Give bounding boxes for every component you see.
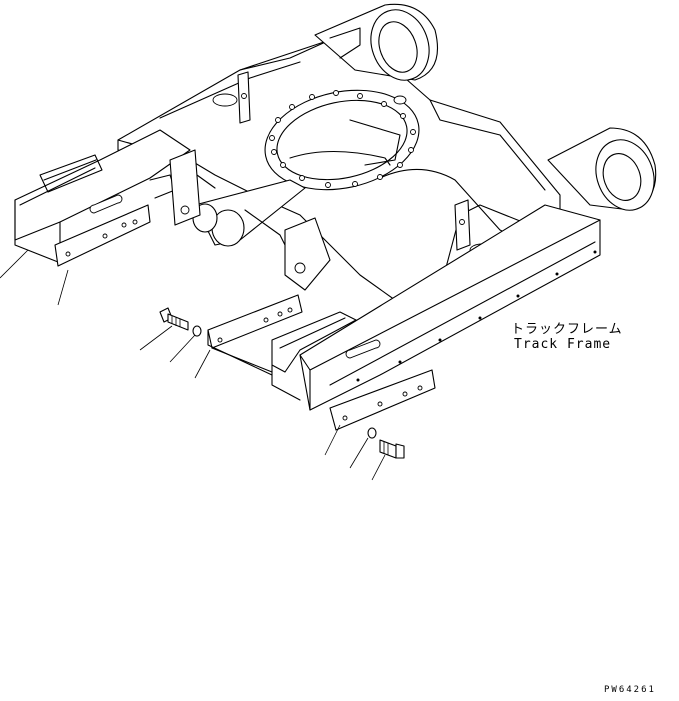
callout-label-japanese: トラックフレーム: [511, 322, 623, 337]
bolt-upper-left: [159, 307, 189, 331]
leader-lines: [0, 249, 386, 481]
drawing-code: PW64261: [604, 685, 656, 695]
centre-link-and-lugs: [169, 71, 306, 256]
rear-idler-tube-lower: [547, 127, 657, 211]
callout-label-english: Track Frame: [514, 337, 612, 352]
left-side-beam: [14, 129, 191, 267]
right-side-beam: [271, 204, 601, 411]
right-bracket-plate: [329, 369, 436, 431]
centre-guide-plate: [207, 294, 303, 376]
washer-upper-left: [192, 325, 202, 337]
washer-lower-right: [367, 427, 377, 439]
flange-bolt-holes: [269, 90, 416, 188]
bolt-lower-right: [379, 439, 405, 459]
rear-idler-tube-upper: [314, 3, 439, 81]
swing-circle-flange: [212, 89, 420, 191]
